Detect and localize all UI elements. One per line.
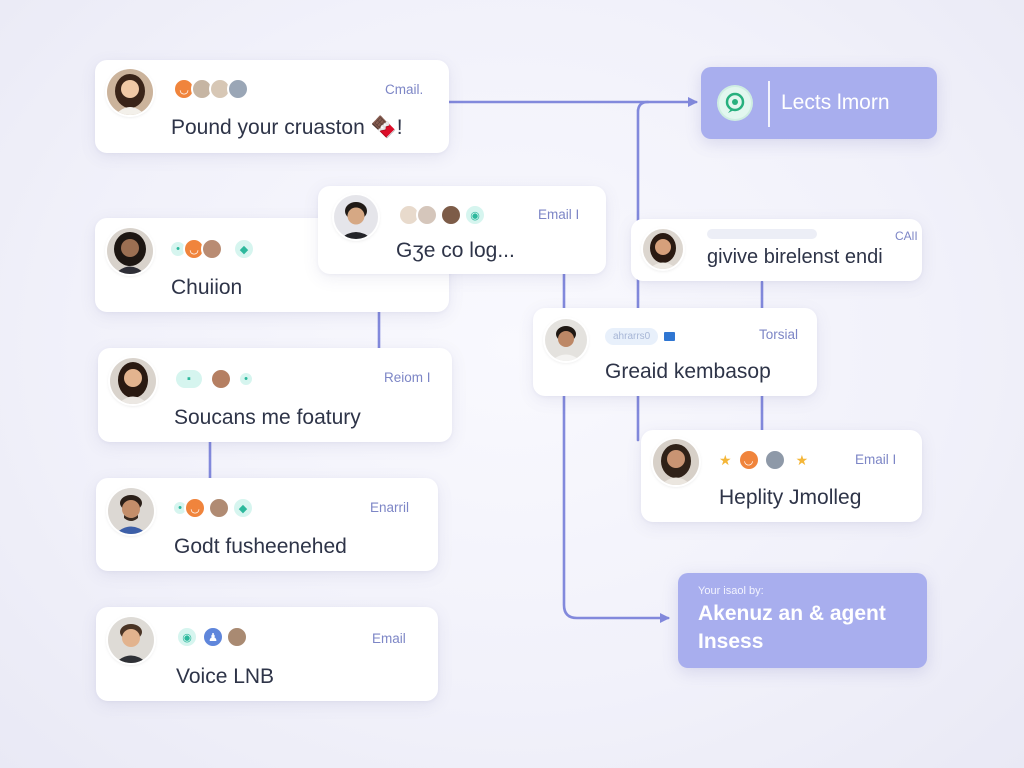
participant-icons: • ◡ ◆ (172, 497, 254, 519)
chat-bubble-icon: ◉ (464, 204, 486, 226)
chat-bubble-icon: ◆ (233, 238, 255, 260)
participant-icons: ◉ ♟ (176, 626, 248, 648)
participant-icons: ▪ • (174, 368, 254, 390)
cta-bottom-title: Akenuz an & agent Insess (698, 602, 886, 653)
cta-top-label: Lects lmorn (781, 91, 890, 114)
avatar (208, 497, 230, 519)
chat-bubble-icon (719, 87, 751, 119)
card-title: Chuiion (171, 276, 243, 299)
chat-bubble-icon: ◡ (173, 78, 195, 100)
avatar (107, 69, 153, 115)
card-title: Godt fusheenehed (174, 535, 347, 558)
chat-bubble-icon: • (238, 371, 254, 387)
flow-card-8[interactable]: ahrarrs0 Torsial Greaid kembasop (533, 308, 817, 396)
chat-bubble-icon: ▪ (174, 368, 204, 390)
chat-bubble-icon: ◆ (232, 497, 254, 519)
avatar (440, 204, 462, 226)
square-icon (664, 332, 676, 341)
participant-icons: ahrarrs0 (605, 328, 676, 345)
avatar (334, 195, 378, 239)
avatar (210, 368, 232, 390)
avatar (545, 319, 587, 361)
avatar (227, 78, 249, 100)
avatar (653, 439, 699, 485)
flow-card-6[interactable]: ◉ ♟ Email Voice LNB (96, 607, 438, 701)
card-title: givive birelenst endi (707, 246, 883, 268)
placeholder-bar (707, 229, 817, 239)
star-icon: ★ (795, 451, 809, 468)
avatar (110, 358, 156, 404)
avatar (108, 617, 154, 663)
channel-label: Email I (538, 207, 580, 222)
cta-bottom-sublabel: Your isaol by: (698, 585, 764, 597)
avatar (107, 228, 153, 274)
channel-label: Enarril (370, 500, 410, 515)
card-title: Pound your cruaston 🍫! (171, 116, 403, 139)
channel-label: Torsial (759, 327, 799, 342)
flow-card-9[interactable]: ★ ◡ ★ Email I Heplity Jmolleg (641, 430, 922, 522)
channel-label: Reiom I (384, 370, 431, 385)
avatar (416, 204, 438, 226)
flow-card-7[interactable]: CAlI givive birelenst endi (631, 219, 922, 281)
participant-icons: ◡ (173, 78, 249, 100)
chat-bubble-icon: ♟ (202, 626, 224, 648)
card-title: Soucans me foatury (174, 406, 361, 429)
channel-label: Email I (855, 452, 897, 467)
chat-bubble-icon: ◡ (737, 449, 760, 471)
participant-icons: ★ ◡ ★ (713, 449, 814, 471)
card-title: Voice LNB (176, 665, 275, 688)
channel-label: CAlI (895, 229, 918, 243)
flow-card-1[interactable]: ◡ Cmail. Pound your cruaston 🍫! (95, 60, 449, 153)
avatar (226, 626, 248, 648)
chat-bubble-icon: ◡ (184, 497, 206, 519)
card-title: Greaid kembasop (605, 360, 771, 383)
avatar (643, 229, 683, 269)
flow-card-4[interactable]: ▪ • Reiom I Soucans me foatury (98, 348, 452, 442)
star-icon: ★ (719, 451, 732, 468)
avatar (763, 449, 786, 471)
channel-label: Cmail. (385, 82, 424, 97)
channel-label: Email (372, 631, 406, 646)
avatar (201, 238, 223, 260)
flow-card-3[interactable]: ◉ Email I Gʒe co log... (318, 186, 606, 274)
cta-bottom-card[interactable]: Your isaol by: Akenuz an & agent Insess (678, 573, 927, 668)
flow-card-5[interactable]: • ◡ ◆ Enarril Godt fusheenehed (96, 478, 438, 571)
cta-top-button[interactable]: Lects lmorn (701, 67, 937, 139)
connector-left-column (208, 310, 381, 480)
participant-icons: ◉ (398, 204, 486, 226)
card-title: Gʒe co log... (396, 239, 515, 262)
participant-icons: • ◡ ◆ (169, 238, 255, 260)
connector-to-cta-bottom (562, 272, 668, 618)
divider (768, 81, 770, 127)
avatar (108, 488, 154, 534)
card-title: Heplity Jmolleg (719, 486, 862, 509)
chat-bubble-icon: ◉ (176, 626, 198, 648)
channel-pill: ahrarrs0 (605, 328, 659, 345)
